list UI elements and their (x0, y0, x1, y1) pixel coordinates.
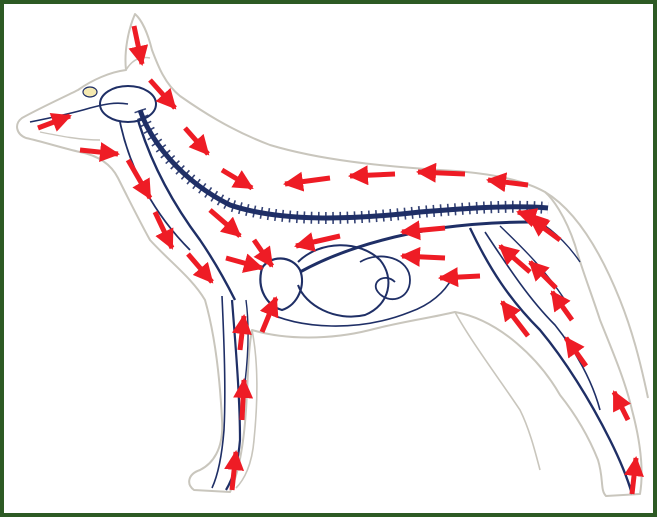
venous-circulation-diagram (4, 4, 653, 513)
flow-arrow (155, 212, 172, 248)
flow-arrow (285, 178, 330, 184)
heart-shape (260, 258, 302, 310)
flow-arrow (128, 160, 150, 198)
hind-leg-vein-1 (470, 228, 632, 494)
flow-arrow (488, 180, 528, 185)
flow-arrow (242, 380, 244, 420)
flow-arrow (185, 128, 208, 154)
flow-arrow (440, 276, 480, 278)
flow-arrow (530, 262, 556, 288)
dog-outline (17, 14, 642, 496)
spine-ticks (140, 110, 548, 218)
spine (140, 110, 548, 218)
flow-arrow (402, 228, 445, 232)
intestine-shape (360, 256, 410, 299)
flow-arrow (632, 458, 636, 494)
ear-outline (126, 58, 150, 71)
flow-arrows (38, 26, 636, 494)
flow-arrow (500, 246, 530, 272)
flow-arrow (418, 172, 465, 174)
flow-arrow (222, 170, 252, 188)
flow-arrow (150, 80, 175, 108)
eye-shape (83, 87, 97, 97)
flow-arrow (210, 210, 240, 236)
flow-arrow (226, 258, 262, 268)
flow-arrow (614, 392, 628, 420)
flow-arrow (254, 240, 272, 266)
flow-arrow (232, 452, 236, 490)
flow-arrow (402, 256, 445, 258)
flow-arrow (296, 236, 340, 246)
jugular-vein (138, 120, 235, 300)
flow-arrow (502, 302, 528, 336)
flow-arrow (566, 338, 586, 366)
flow-arrow (240, 316, 244, 350)
flow-arrow (188, 254, 212, 282)
flow-arrow (350, 174, 395, 176)
mouth-outline (40, 132, 100, 140)
tail-outline (545, 192, 648, 398)
